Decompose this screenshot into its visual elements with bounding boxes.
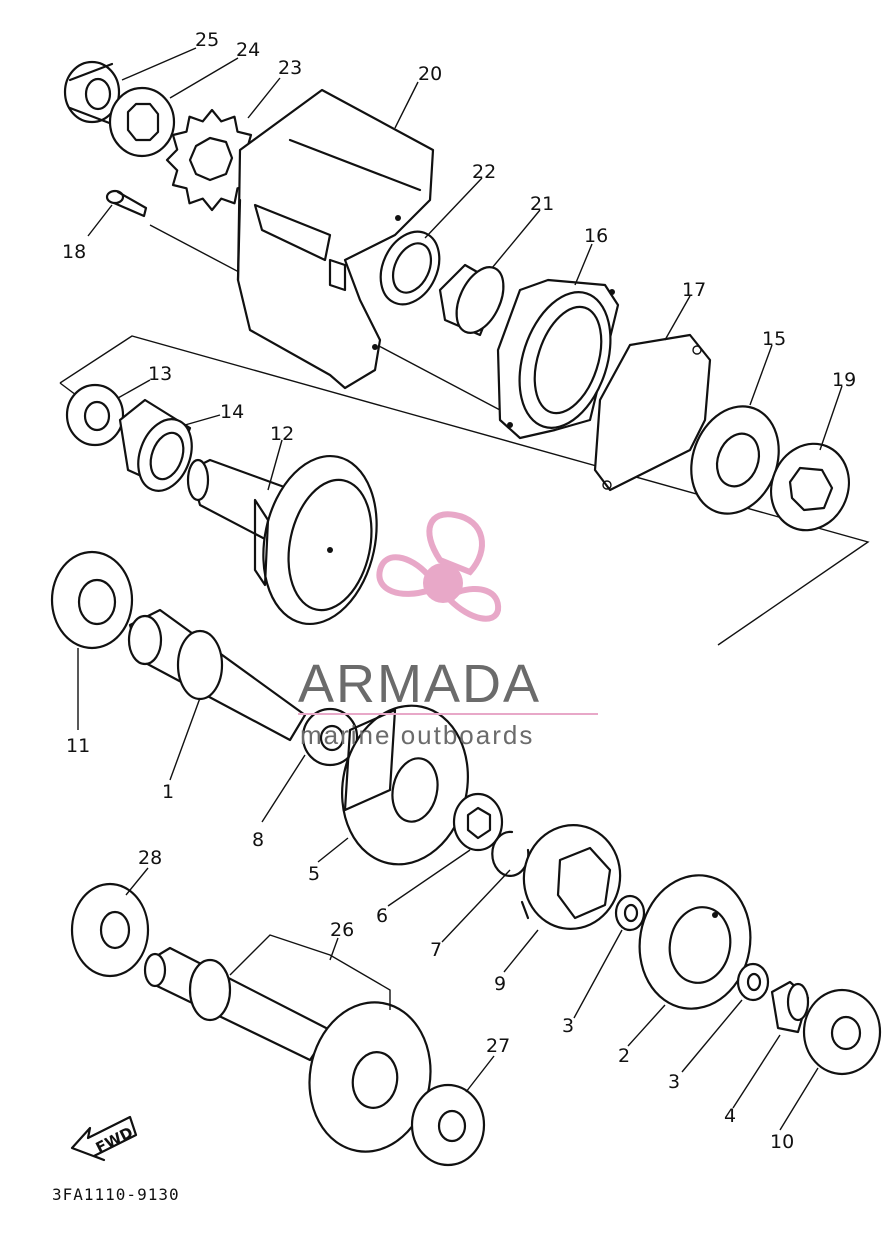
part-23-sprocket[interactable]	[165, 108, 259, 212]
callout-10: 10	[770, 1131, 794, 1153]
callout-18: 18	[62, 241, 86, 263]
leader-lines	[77, 47, 843, 1131]
callout-19: 19	[832, 369, 856, 391]
part-14-needle-bearing[interactable]	[118, 398, 201, 498]
propeller-logo	[376, 511, 502, 622]
callout-16: 16	[584, 225, 608, 247]
part-9-dog-clutch[interactable]	[516, 817, 629, 936]
callout-26: 26	[330, 919, 354, 941]
callout-7: 7	[430, 939, 442, 961]
part-17-gasket[interactable]	[593, 333, 712, 492]
callout-11: 11	[66, 735, 90, 757]
callout-28: 28	[138, 847, 162, 869]
part-18-bolt[interactable]	[105, 189, 148, 218]
part-24-lock-washer[interactable]	[108, 86, 176, 158]
part-16-bearing-housing[interactable]	[496, 278, 627, 440]
part-28-bearing[interactable]	[70, 882, 150, 978]
callout-3-b: 3	[668, 1071, 680, 1093]
callout-13: 13	[148, 363, 172, 385]
callout-23: 23	[278, 57, 302, 79]
callout-6: 6	[376, 905, 388, 927]
callout-numbers: 25 24 23 20 18 22 21 16 17 15 19 13 14 1…	[62, 29, 856, 1153]
part-1-main-shaft[interactable]	[127, 608, 307, 742]
part-26-drive-shaft-gear[interactable]	[143, 934, 442, 1161]
part-22-oil-seal[interactable]	[369, 222, 450, 314]
callout-1: 1	[162, 781, 174, 803]
watermark-subtitle: marine outboards	[300, 720, 534, 750]
part-20-housing-cover[interactable]	[236, 88, 435, 390]
callout-27: 27	[486, 1035, 510, 1057]
part-6-washer[interactable]	[452, 792, 504, 852]
part-8-washer[interactable]	[301, 707, 359, 767]
diagram-code: 3FA1110-9130	[52, 1185, 180, 1204]
part-12-gear-shaft[interactable]	[186, 445, 391, 634]
part-27-bearing[interactable]	[410, 1083, 486, 1167]
part-13-washer[interactable]	[65, 383, 125, 447]
callout-21: 21	[530, 193, 554, 215]
callout-15: 15	[762, 328, 786, 350]
part-11-bearing[interactable]	[50, 550, 134, 650]
part-5-gear[interactable]	[328, 694, 483, 876]
callout-2: 2	[618, 1045, 630, 1067]
callout-17: 17	[682, 279, 706, 301]
part-3-washer-a[interactable]	[614, 894, 646, 932]
part-19-lock-washer[interactable]	[758, 432, 861, 542]
part-3-washer-b[interactable]	[736, 962, 770, 1002]
part-4-collar[interactable]	[770, 980, 810, 1034]
armada-watermark: ARMADA marine outboards	[298, 511, 598, 750]
callout-3-a: 3	[562, 1015, 574, 1037]
part-25-nut[interactable]	[63, 60, 121, 126]
part-2-gear[interactable]	[629, 866, 761, 1017]
callout-8: 8	[252, 829, 264, 851]
part-10-bearing[interactable]	[802, 988, 882, 1076]
callout-24: 24	[236, 39, 260, 61]
part-21-collar[interactable]	[438, 260, 513, 340]
callout-22: 22	[472, 161, 496, 183]
callout-20: 20	[418, 63, 442, 85]
callout-14: 14	[220, 401, 244, 423]
callout-5: 5	[308, 863, 320, 885]
callout-4: 4	[724, 1105, 736, 1127]
watermark-title: ARMADA	[298, 654, 541, 714]
part-7-circlip[interactable]	[491, 830, 530, 877]
callout-9: 9	[494, 973, 506, 995]
forward-direction-arrow: FWD	[70, 1115, 138, 1162]
callout-12: 12	[270, 423, 294, 445]
callout-25: 25	[195, 29, 219, 51]
